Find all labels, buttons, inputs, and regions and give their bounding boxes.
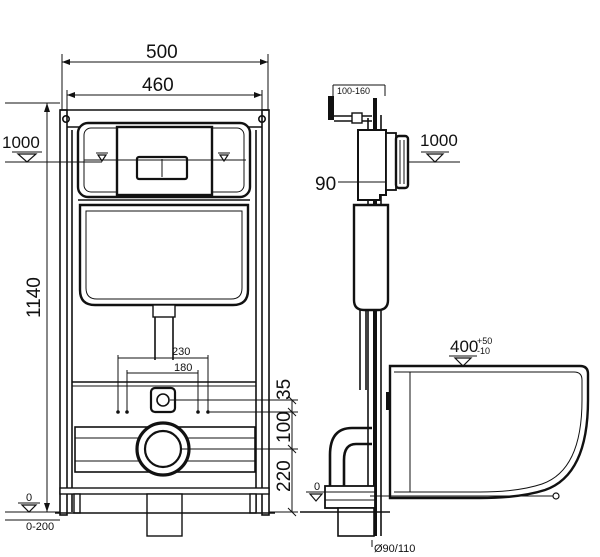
left-upright [59,109,68,516]
floor-range-label: 0-200 [26,521,54,533]
side-view: 100-160 90 1000 400 +50 -10 [300,84,590,555]
drain-pipe [324,485,376,509]
width-500-label: 500 [146,42,178,63]
cistern-tank [78,203,250,307]
dim-100-label: 100 [274,411,295,443]
height-1140-label: 1140 [24,277,45,318]
wall-range-label: 100-160 [337,86,370,96]
bowl-tol-plus-label: +50 [477,336,492,346]
pipe-diameter-label: Ø90/110 [374,543,415,555]
level-1000-right-label: 1000 [420,131,458,150]
toilet-bowl [388,364,590,500]
flush-plate-side [394,134,410,190]
bowl-tol-minus-label: -10 [477,346,490,356]
level-1000-left-label: 1000 [2,133,40,152]
level-0-left-label: 0 [26,492,32,504]
width-460-label: 460 [142,75,174,96]
dim-35-label: 35 [274,379,295,400]
flush-plate-area [115,125,214,197]
wall-bracket [328,96,334,120]
spacing-180-label: 180 [174,362,192,374]
right-upright [261,109,270,516]
bowl-height-label: 400 [450,337,478,356]
spacing-230-label: 230 [172,346,190,358]
front-view: 500 460 [2,42,298,537]
cistern-side [352,203,390,312]
level-0-right-label: 0 [314,481,320,493]
dim-90-label: 90 [315,174,336,195]
dim-220-label: 220 [274,460,295,492]
